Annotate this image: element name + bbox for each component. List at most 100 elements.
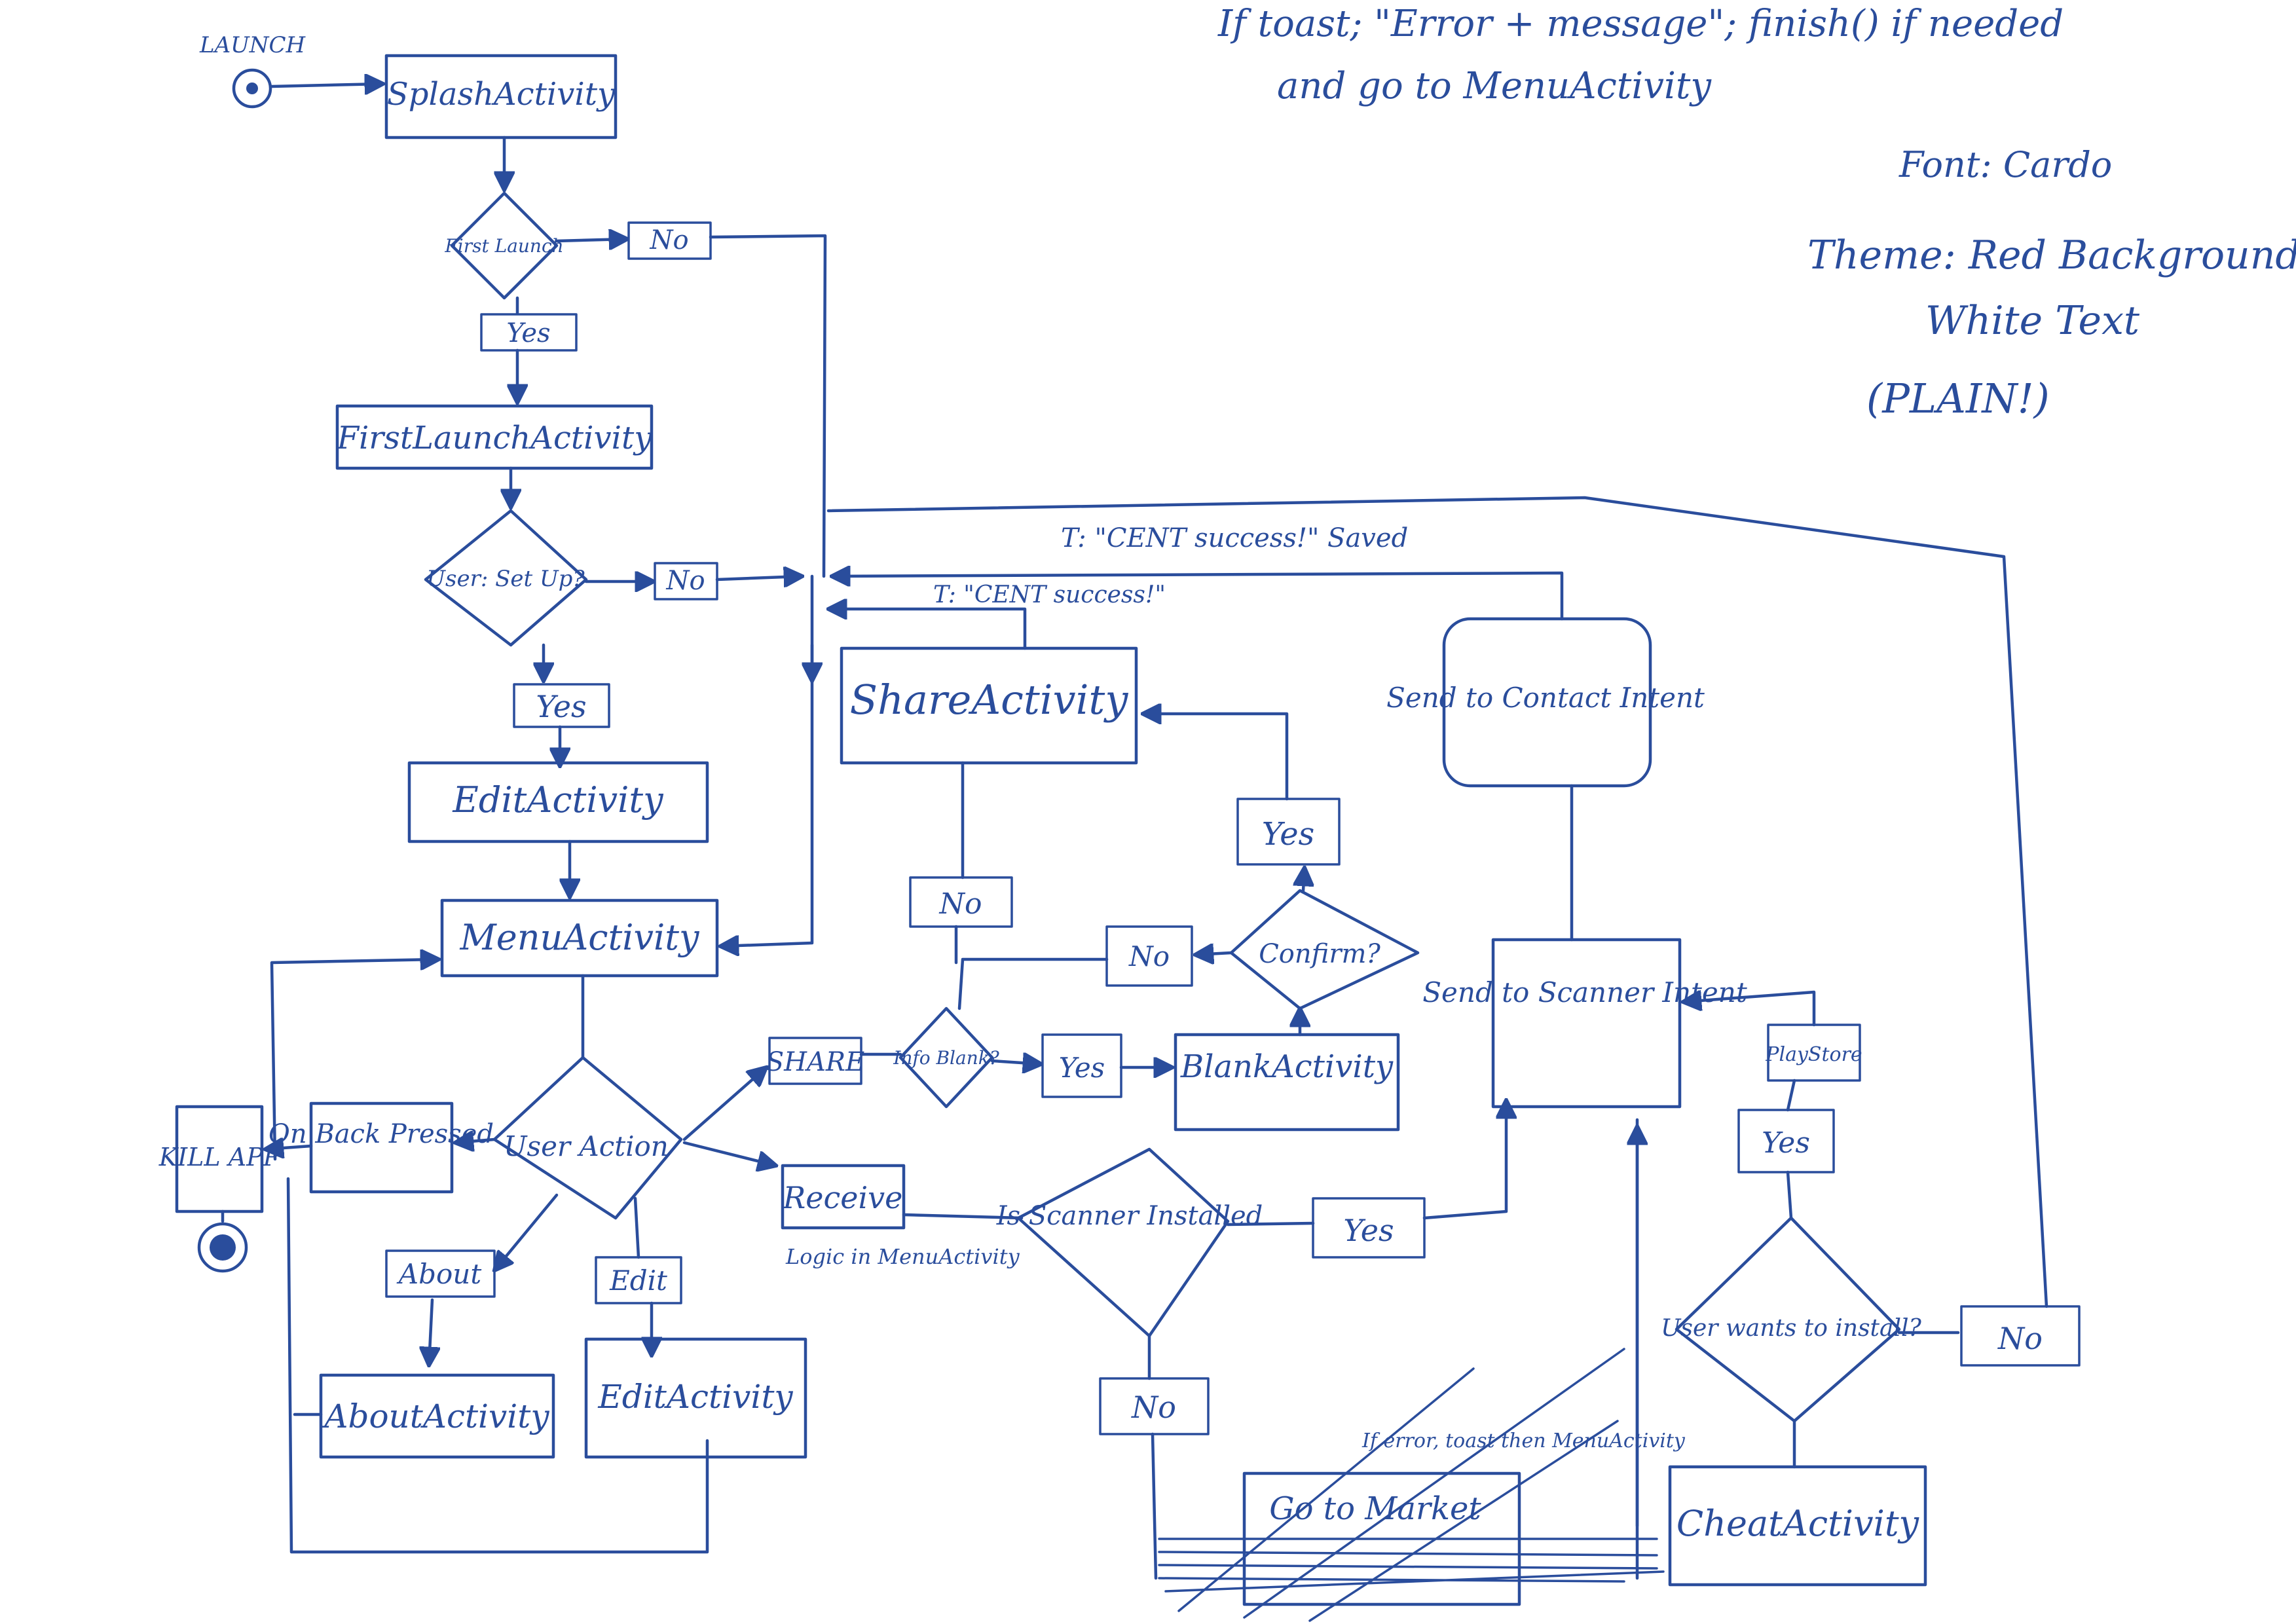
svg-text:Yes: Yes: [536, 689, 586, 724]
svg-text:Yes: Yes: [506, 318, 550, 348]
edge-infoblank-yes: [990, 1061, 1041, 1064]
node-on-back-pressed: On Back Pressed: [268, 1101, 494, 1194]
edge-outer-loop: [826, 496, 2048, 1308]
send-to-scanner-intent-label: Send to Scanner Intent: [1422, 976, 1747, 1008]
cheat-activity-label: CheatActivity: [1676, 1503, 1920, 1544]
confirm-label: Confirm?: [1259, 939, 1380, 969]
node-user-wants-install-decision: User wants to install?: [1661, 1216, 1922, 1423]
label-first-yes: Yes: [480, 313, 578, 352]
edge-back-kill: [265, 1146, 313, 1149]
on-back-pressed-label: On Back Pressed: [268, 1119, 494, 1149]
svg-text:No: No: [665, 566, 705, 596]
svg-text:Yes: Yes: [1762, 1126, 1810, 1160]
edge-yes-to-share-activity: [1143, 714, 1289, 801]
svg-text:Edit: Edit: [609, 1264, 667, 1297]
edge-first-no-to-right-bus: [709, 234, 827, 578]
toast-contact-saved: T: "CENT success!" Saved: [1061, 523, 1408, 553]
node-edit-activity-top: EditActivity: [407, 761, 709, 843]
edge-useraction-back: [455, 1139, 496, 1143]
edge-bus-to-menu: [720, 574, 814, 946]
edge-confirm-no-back: [957, 957, 1109, 1010]
node-cheat-activity: CheatActivity: [1668, 1465, 1927, 1587]
svg-text:No: No: [649, 225, 688, 255]
edge-launch-splash: [270, 84, 383, 86]
receive-note: Logic in MenuActivity: [785, 1244, 1020, 1269]
market-cross-out: [1158, 1348, 1665, 1622]
edge-useraction-edit: [633, 1196, 640, 1259]
note-error-toast: If toast; "Error + message"; finish() if…: [1217, 3, 2064, 45]
note-theme-line2: White Text: [1925, 298, 2140, 344]
edge-setup-no-to-bus: [715, 576, 802, 580]
play-store-label: PlayStore: [1765, 1043, 1862, 1066]
edge-useraction-share: [682, 1067, 766, 1141]
first-launch-activity-label: FirstLaunchActivity: [337, 420, 653, 456]
note-theme-line1: Theme: Red Background,: [1807, 232, 2296, 278]
node-receive: Receive: [781, 1164, 906, 1230]
label-install-yes: Yes: [1737, 1109, 1835, 1173]
note-go-to-menu: and go to MenuActivity: [1277, 65, 1712, 107]
svg-text:No: No: [1997, 1321, 2043, 1356]
receive-label: Receive: [783, 1180, 903, 1215]
label-share: SHARE: [766, 1037, 864, 1085]
edge-confirm-no: [1195, 953, 1233, 955]
menu-activity-label: MenuActivity: [459, 917, 699, 958]
svg-text:Yes: Yes: [1059, 1052, 1105, 1084]
node-go-to-market: Go to Market If error, toast then MenuAc…: [1158, 1348, 1686, 1622]
kill-app-label: KILL APP: [158, 1143, 281, 1172]
label-blank-yes: Yes: [1041, 1033, 1122, 1098]
label-confirm-yes: Yes: [1236, 798, 1341, 866]
svg-text:Yes: Yes: [1262, 816, 1315, 853]
label-about: About: [385, 1249, 496, 1298]
edge-useraction-about: [494, 1193, 559, 1270]
edit-activity-top-label: EditActivity: [452, 779, 664, 821]
edge-yes-to-scanner-intent: [1422, 1100, 1506, 1220]
launch-node: LAUNCH: [199, 32, 306, 109]
edge-bottom-loop: [286, 1177, 709, 1554]
edge-contact-saved-up: [832, 573, 1564, 621]
label-scanner-yes: Yes: [1312, 1197, 1426, 1259]
end-circle: [197, 1222, 248, 1273]
user-wants-install-label: User wants to install?: [1661, 1315, 1921, 1342]
label-setup-no: No: [654, 562, 718, 600]
about-activity-label: AboutActivity: [322, 1397, 549, 1435]
edge-install-yes-down: [1786, 1170, 1793, 1220]
edge-first-no: [555, 239, 627, 241]
launch-start-dot: [246, 83, 258, 94]
edge-left-loop-to-menu: [270, 959, 439, 1161]
node-first-launch-decision: First Launch: [444, 191, 564, 300]
notes: If toast; "Error + message"; finish() if…: [1217, 3, 2296, 422]
node-about-activity: AboutActivity: [319, 1373, 555, 1459]
label-setup-yes: Yes: [513, 683, 610, 728]
node-play-store: PlayStore: [1765, 1024, 1862, 1082]
blank-activity-label: BlankActivity: [1180, 1048, 1394, 1085]
edge-about-activity: [429, 1298, 432, 1365]
info-blank-label: Info Blank?: [893, 1047, 999, 1069]
label-share-no: No: [909, 876, 1013, 928]
go-to-market-label: Go to Market: [1269, 1490, 1481, 1527]
node-user-setup-decision: User: Set Up?: [424, 509, 588, 647]
node-kill-app: KILL APP: [158, 1105, 281, 1213]
node-edit-activity-bottom: EditActivity: [584, 1337, 807, 1459]
launch-start-circle: [232, 68, 272, 109]
first-launch-label: First Launch: [444, 235, 563, 257]
user-setup-label: User: Set Up?: [426, 566, 585, 592]
share-activity-label: ShareActivity: [850, 676, 1129, 724]
node-send-to-contact-intent: Send to Contact Intent: [1386, 617, 1705, 788]
edge-scanner-yes: [1226, 1221, 1315, 1227]
label-first-no: No: [627, 221, 712, 260]
node-info-blank-decision: Info Blank?: [893, 1006, 1000, 1109]
label-edit: Edit: [595, 1256, 682, 1304]
node-user-action-decision: User Action: [492, 1056, 683, 1220]
scanner-installed-label: Is Scanner Installed: [996, 1201, 1263, 1231]
note-font: Font: Cardo: [1898, 144, 2112, 185]
svg-text:About: About: [396, 1258, 482, 1290]
svg-text:No: No: [939, 887, 982, 921]
note-theme-line3: (PLAIN!): [1866, 375, 2050, 422]
svg-text:Yes: Yes: [1343, 1213, 1394, 1248]
market-note: If error, toast then MenuActivity: [1361, 1430, 1686, 1452]
toast-share-success: T: "CENT success!": [933, 581, 1166, 608]
node-scanner-installed-decision: Is Scanner Installed: [996, 1147, 1263, 1338]
svg-text:No: No: [1131, 1390, 1176, 1425]
node-blank-activity: BlankActivity: [1174, 1033, 1400, 1132]
